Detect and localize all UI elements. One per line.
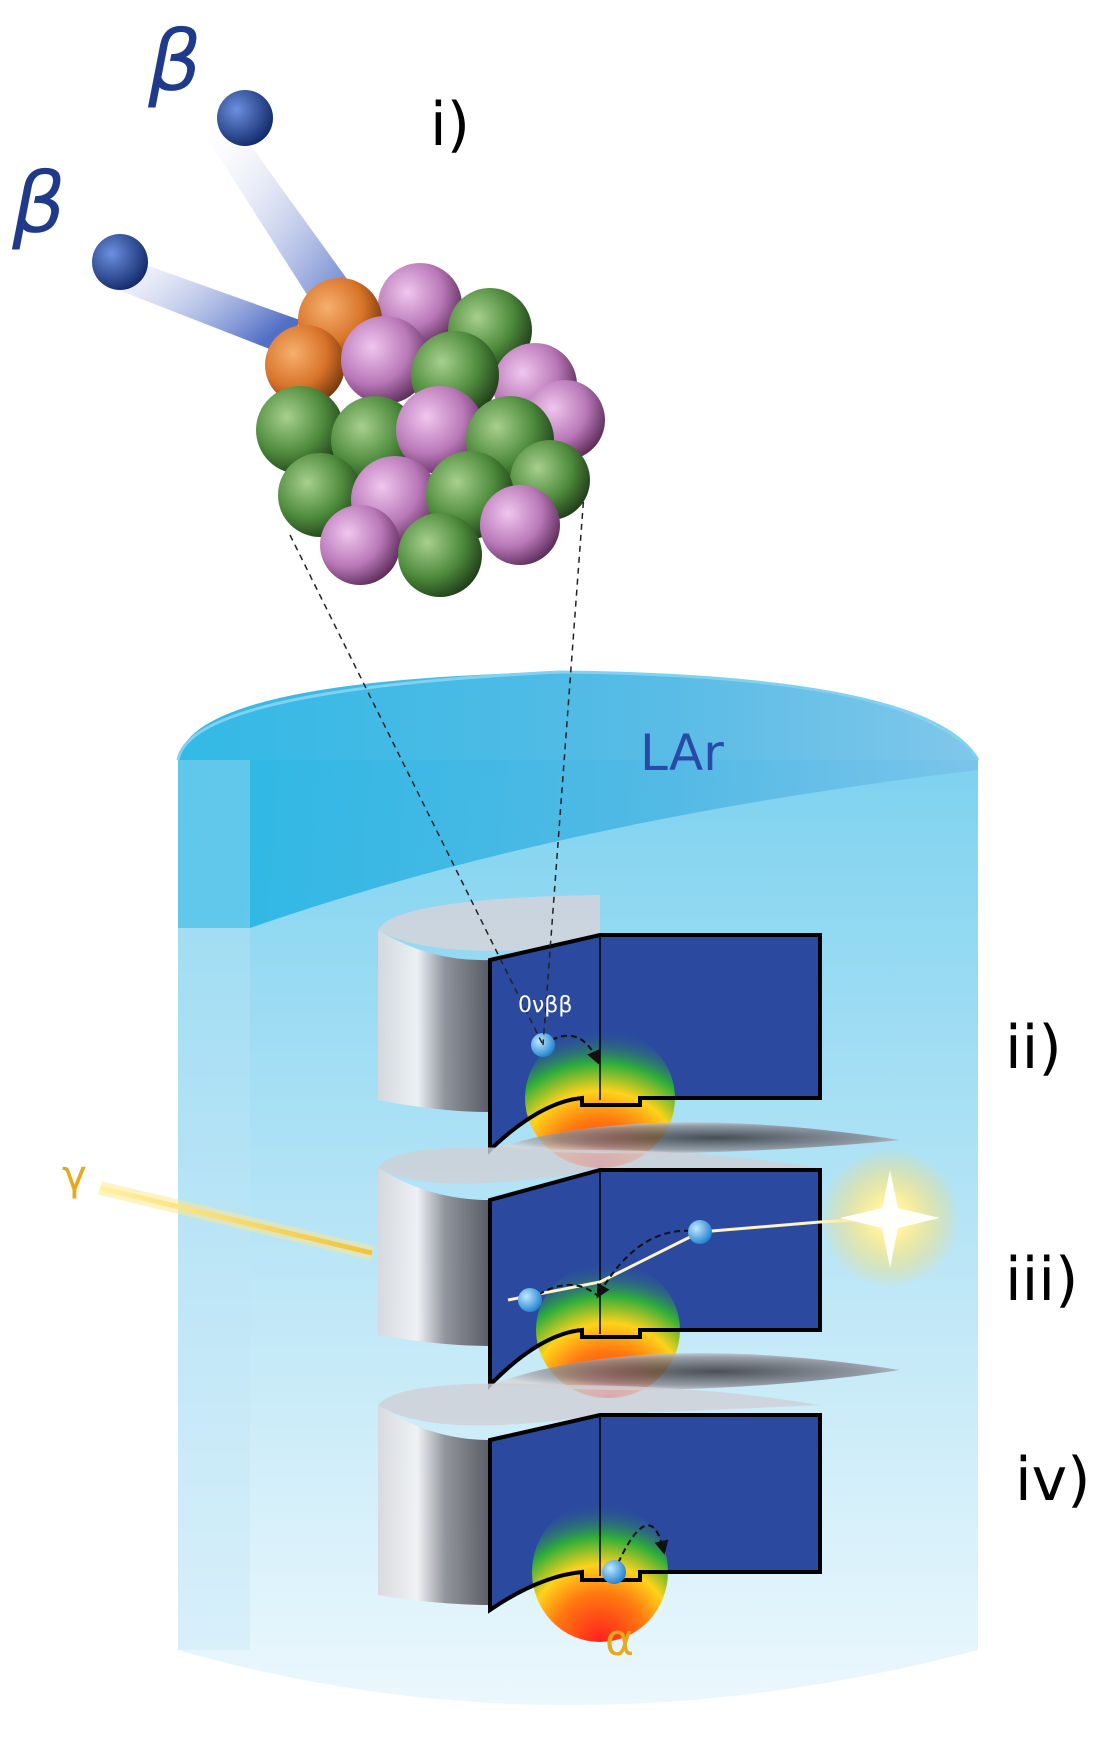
lar-label: LAr [640,724,724,782]
detector-segment-ii [378,895,900,1168]
detector-segment-iv [378,1383,822,1642]
detector-segment-iii [378,1147,900,1398]
proton-lower [265,325,345,405]
panel-label-iv: iv) [1015,1445,1091,1515]
nucleus-cluster [256,263,605,597]
projection-lines [289,479,586,1046]
panel-label-iii: iii) [1005,1245,1078,1315]
interaction-dot-iv [602,1560,626,1584]
interaction-markers [518,1033,712,1584]
beta-label-upper: β [147,12,202,110]
interaction-dot-iii-a [688,1220,712,1244]
beta-emission [80,90,355,355]
interaction-dot-iii-b [518,1288,542,1312]
photon-source-starburst [820,1148,960,1288]
decay-label: 0νββ [518,993,572,1018]
electron-lower [92,234,148,290]
panel-label-ii: ii) [1005,1013,1062,1083]
gamma-label: γ [62,1151,87,1200]
beta-label-lower: β [11,154,66,252]
electron-upper [217,90,273,146]
panel-label-i: i) [430,90,470,160]
alpha-label: α [605,1615,634,1666]
